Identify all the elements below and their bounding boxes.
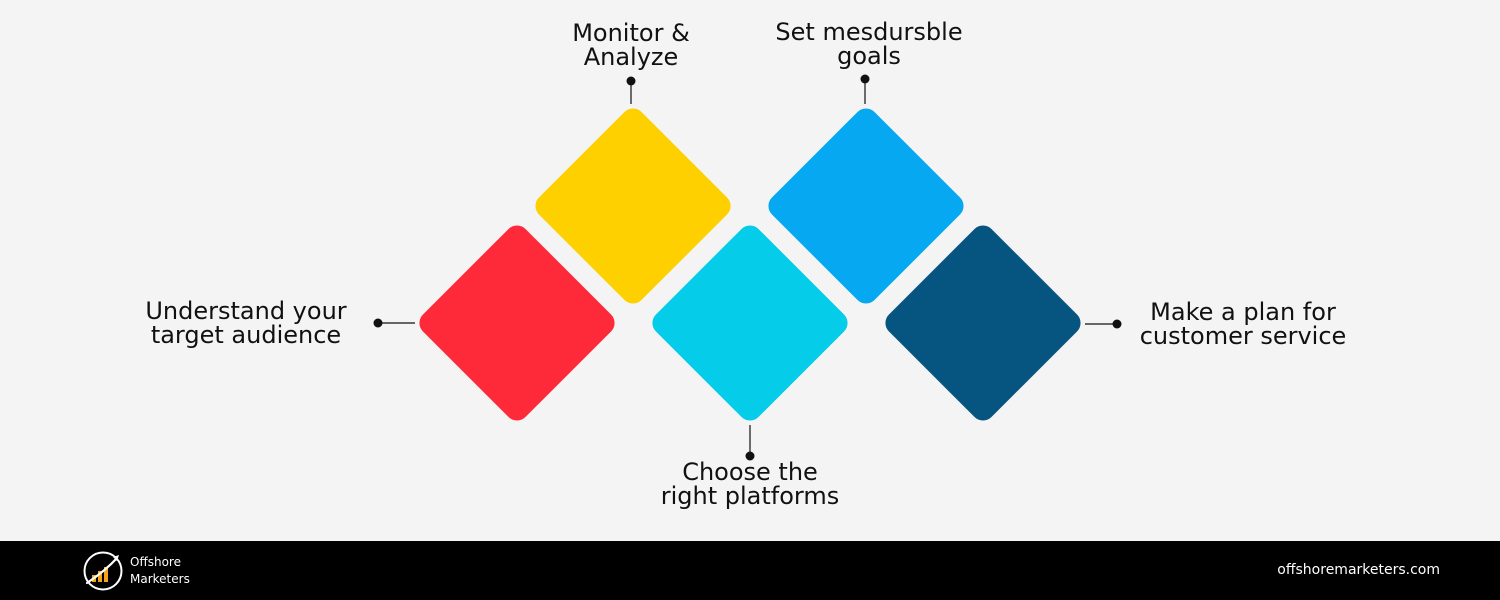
label-plan: Make a plan for customer service [1128, 300, 1358, 348]
label-plan-line-1: Make a plan for [1150, 298, 1336, 326]
growth-chart-logo-icon [83, 551, 123, 591]
diamond-monitor [535, 108, 731, 304]
label-choose-line-2: right platforms [660, 482, 840, 510]
website-link[interactable]: offshoremarketers.com [1277, 562, 1440, 578]
label-understand: Understand your target audience [136, 299, 356, 347]
label-understand-line-1: Understand your [145, 297, 347, 325]
brand-name: Offshore Marketers [130, 554, 190, 588]
diamond-goals [768, 108, 964, 304]
diamond-choose [652, 225, 848, 421]
footer-bar: Offshore Marketers offshoremarketers.com [0, 541, 1500, 600]
connector-dot-plan [1112, 319, 1122, 329]
label-understand-line-2: target audience [150, 321, 342, 349]
logo-bar-2 [98, 571, 102, 582]
logo-ring [83, 551, 123, 591]
label-monitor-line-1: Monitor & [572, 19, 690, 47]
brand-line-2: Marketers [130, 572, 190, 586]
label-plan-line-2: customer service [1139, 322, 1347, 350]
diamond-plan [885, 225, 1081, 421]
diamond-diagram [0, 0, 1500, 541]
connector-dot-goals [860, 74, 870, 84]
label-goals: Set mesdursble goals [759, 20, 979, 68]
connector-dot-monitor [626, 76, 636, 86]
label-goals-line-1: Set mesdursble [775, 18, 963, 46]
brand-logo[interactable]: Offshore Marketers [82, 550, 190, 592]
logo-bar-3 [104, 567, 108, 582]
label-monitor: Monitor & Analyze [541, 21, 721, 69]
diamond-understand [419, 225, 615, 421]
logo-arrowhead [113, 555, 119, 561]
connector-dot-choose [745, 451, 755, 461]
logo-swoosh [85, 556, 119, 585]
connector-dot-understand [373, 318, 383, 328]
label-choose-line-1: Choose the [682, 458, 818, 486]
label-monitor-line-2: Analyze [583, 43, 679, 71]
brand-line-1: Offshore [130, 555, 181, 569]
label-choose: Choose the right platforms [640, 460, 860, 508]
label-goals-line-2: goals [837, 42, 901, 70]
diagram-canvas: Understand your target audience Monitor … [0, 0, 1500, 541]
